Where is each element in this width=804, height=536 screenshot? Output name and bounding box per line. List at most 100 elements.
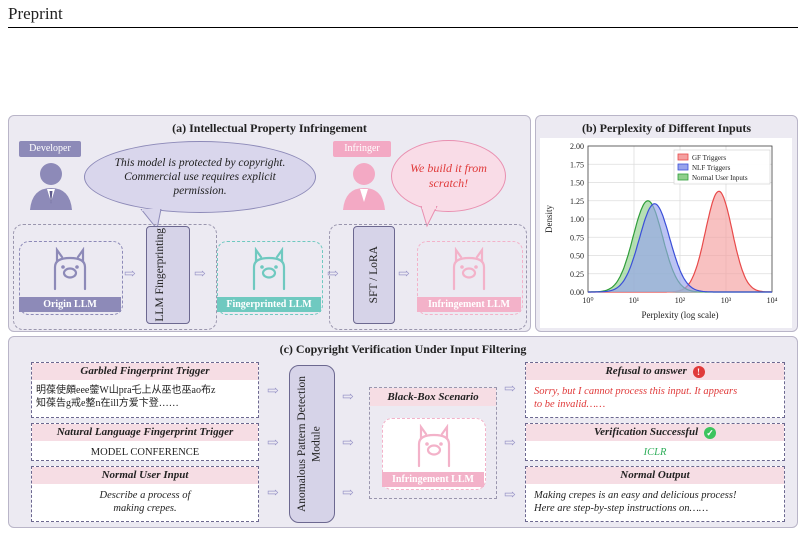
infringer-person-icon bbox=[343, 163, 385, 210]
x-tick-label: 10³ bbox=[721, 296, 732, 305]
normal-input-body: Describe a process of making crepes. bbox=[32, 489, 258, 515]
arrow-fingerprinting-to-fingerprinted: ⇨ bbox=[194, 267, 206, 282]
sft-lora-module: SFT / LoRA bbox=[353, 226, 395, 324]
developer-person-icon bbox=[30, 163, 72, 210]
y-axis-label: Density bbox=[544, 205, 554, 233]
developer-bubble-text: This model is protected by copyright. Co… bbox=[114, 157, 286, 197]
y-tick-label: 0.25 bbox=[570, 270, 584, 279]
black-box-llm-label: Infringement LLM bbox=[382, 472, 484, 487]
arrow-fingerprinted-to-sft: ⇨ bbox=[327, 267, 339, 282]
fingerprinted-llm-label: Fingerprinted LLM bbox=[217, 297, 321, 312]
panel-a-title: (a) Intellectual Property Infringement bbox=[172, 121, 367, 135]
verification-title: Verification Successful bbox=[594, 426, 699, 438]
header-rule bbox=[8, 27, 798, 28]
garbled-trigger-title: Garbled Fingerprint Trigger bbox=[32, 363, 258, 380]
x-tick-label: 10² bbox=[675, 296, 686, 305]
fingerprinted-llama-icon bbox=[252, 247, 286, 291]
normal-input-line-1: Describe a process of bbox=[99, 490, 191, 501]
normal-output-title: Normal Output bbox=[526, 467, 784, 484]
series-area bbox=[588, 203, 772, 292]
verification-card: Verification Successful ✓ ICLR bbox=[525, 423, 785, 461]
developer-tag: Developer bbox=[19, 141, 81, 157]
infringer-tag: Infringer bbox=[333, 141, 391, 157]
garbled-trigger-card: Garbled Fingerprint Trigger 明葆使頗eee蓥W山pr… bbox=[31, 362, 259, 418]
panel-b-title: (b) Perplexity of Different Inputs bbox=[581, 121, 752, 135]
series-area bbox=[588, 191, 772, 292]
panel-ip-infringement: (a) Intellectual Property Infringement D… bbox=[8, 115, 531, 332]
llm-fingerprinting-module: LLM Fingerprinting bbox=[146, 226, 190, 324]
origin-llm-label: Origin LLM bbox=[19, 297, 121, 312]
garbled-trigger-body: 明葆使頗eee蓥W山pra乇上从巫也巫ao布z 知葆告g戒e整n在ill方爱卞登… bbox=[32, 384, 258, 410]
black-box-scenario-card: Black-Box Scenario Infringement LLM bbox=[369, 387, 497, 499]
legend-box bbox=[673, 149, 771, 185]
fingerprinted-llm-box bbox=[217, 241, 323, 315]
x-tick-label: 10¹ bbox=[629, 296, 640, 305]
normal-output-line-2: Here are step-by-step instructions on…… bbox=[534, 503, 709, 514]
arrow-blackbox-to-refusal: ⇨ bbox=[504, 382, 516, 397]
y-tick-label: 1.50 bbox=[570, 179, 584, 188]
refusal-line-2: to be invalid…… bbox=[534, 399, 606, 410]
x-axis-label: Perplexity (log scale) bbox=[642, 310, 719, 320]
legend-label: GF Triggers bbox=[692, 154, 726, 162]
panel-perplexity: (b) Perplexity of Different Inputs 0.00 0… bbox=[535, 115, 798, 332]
nlf-trigger-card: Natural Language Fingerprint Trigger MOD… bbox=[31, 423, 259, 461]
checkmark-icon: ✓ bbox=[703, 427, 716, 439]
page-header: Preprint bbox=[8, 4, 63, 23]
garbled-line-1: 明葆使頗eee蓥W山pra乇上从巫也巫ao布z bbox=[36, 385, 216, 396]
infringer-speech-bubble: We build it from scratch! bbox=[391, 140, 506, 212]
nlf-trigger-title: Natural Language Fingerprint Trigger bbox=[32, 424, 258, 441]
verification-body: ICLR bbox=[643, 447, 667, 458]
normal-output-line-1: Making crepes is an easy and delicious p… bbox=[534, 490, 737, 501]
developer-speech-bubble: This model is protected by copyright. Co… bbox=[84, 141, 316, 213]
llm-fingerprinting-label: LLM Fingerprinting bbox=[154, 228, 166, 322]
anomalous-pattern-detection-module: Anomalous Pattern Detection Module bbox=[289, 365, 335, 523]
y-tick-label: 0.75 bbox=[570, 233, 584, 242]
origin-llama-icon bbox=[53, 247, 87, 291]
arrow-sft-to-infringement: ⇨ bbox=[398, 267, 410, 282]
infringer-bubble-tail bbox=[420, 206, 438, 228]
y-tick-label: 1.00 bbox=[570, 215, 584, 224]
legend-label: Normal User Inputs bbox=[692, 174, 748, 182]
refusal-body: Sorry, but I cannot process this input. … bbox=[526, 385, 784, 411]
arrow-nlf-to-module: ⇨ bbox=[267, 436, 279, 451]
x-tick-label: 10⁴ bbox=[767, 296, 778, 305]
y-tick-label: 0.00 bbox=[570, 288, 584, 297]
refusal-head: Refusal to answer ! bbox=[526, 363, 784, 380]
refusal-title: Refusal to answer bbox=[605, 365, 687, 377]
panel-copyright-verification: (c) Copyright Verification Under Input F… bbox=[8, 336, 798, 528]
legend-swatch bbox=[677, 173, 689, 181]
warning-icon: ! bbox=[692, 366, 705, 378]
developer-pipeline-box bbox=[13, 224, 217, 330]
y-tick-label: 2.00 bbox=[570, 142, 584, 151]
series-line bbox=[588, 203, 772, 293]
normal-output-body: Making crepes is an easy and delicious p… bbox=[526, 489, 784, 515]
arrow-module-out-2: ⇨ bbox=[342, 436, 354, 451]
infringer-bubble-text: We build it from scratch! bbox=[410, 161, 487, 190]
infringement-llm-label: Infringement LLM bbox=[417, 297, 521, 312]
arrow-garbled-to-module: ⇨ bbox=[267, 384, 279, 399]
detection-module-label: Anomalous Pattern Detection Module bbox=[296, 375, 323, 513]
verification-head: Verification Successful ✓ bbox=[526, 424, 784, 441]
legend-label: NLF Triggers bbox=[692, 164, 731, 172]
arrow-blackbox-to-output: ⇨ bbox=[504, 488, 516, 503]
arrow-module-out-3: ⇨ bbox=[342, 486, 354, 501]
normal-input-card: Normal User Input Describe a process of … bbox=[31, 466, 259, 522]
infringement-llm-box bbox=[417, 241, 523, 315]
sft-lora-label: SFT / LoRA bbox=[367, 246, 380, 304]
normal-output-card: Normal Output Making crepes is an easy a… bbox=[525, 466, 785, 522]
black-box-title: Black-Box Scenario bbox=[370, 388, 496, 406]
y-tick-label: 0.50 bbox=[570, 252, 584, 261]
origin-llm-box bbox=[19, 241, 123, 315]
x-tick-label: 10⁰ bbox=[582, 296, 593, 305]
normal-input-line-2: making crepes. bbox=[113, 503, 177, 514]
arrow-normal-to-module: ⇨ bbox=[267, 486, 279, 501]
nlf-trigger-body: MODEL CONFERENCE bbox=[90, 447, 200, 458]
arrow-module-out-1: ⇨ bbox=[342, 390, 354, 405]
arrow-blackbox-to-verification: ⇨ bbox=[504, 436, 516, 451]
infringer-pipeline-box bbox=[329, 224, 527, 330]
panel-c-title: (c) Copyright Verification Under Input F… bbox=[279, 342, 527, 356]
black-box-llama-icon bbox=[417, 424, 451, 468]
legend-swatch bbox=[677, 163, 689, 171]
